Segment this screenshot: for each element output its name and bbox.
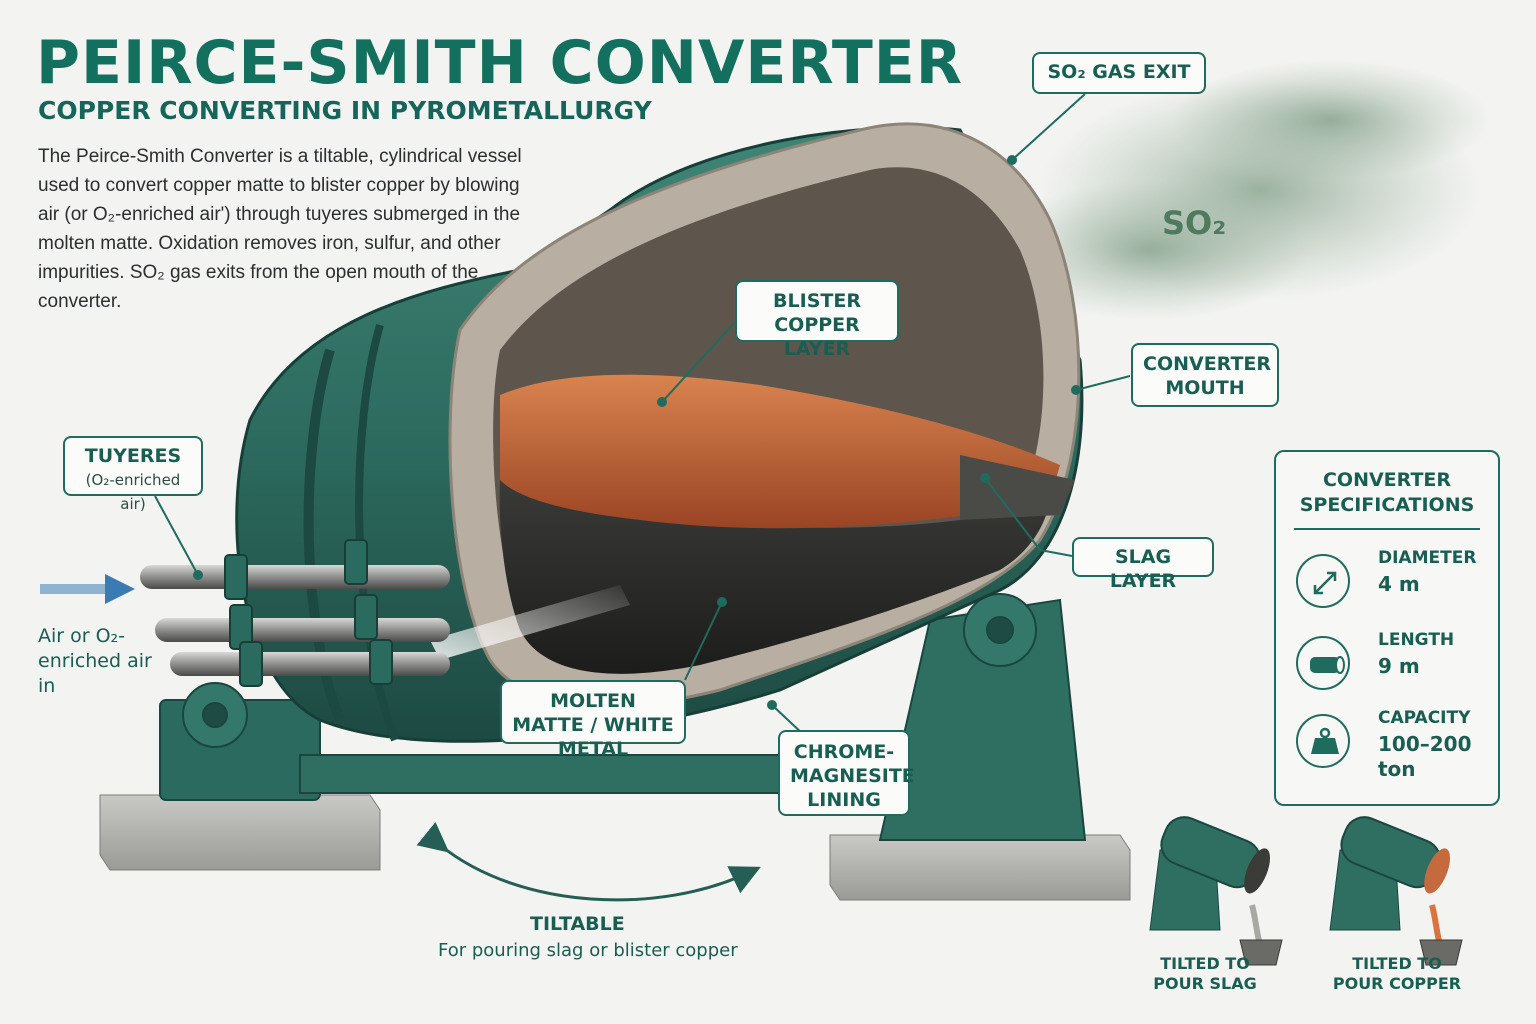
slag-layer-shape bbox=[960, 455, 1075, 520]
tuyere-pipes bbox=[140, 539, 450, 687]
blister-copper-layer bbox=[500, 374, 1060, 529]
cylinder-icon bbox=[1296, 636, 1350, 690]
tuyeres-label: TUYERES (O₂-enriched air) bbox=[63, 436, 203, 513]
spec-label-diameter: DIAMETER bbox=[1378, 548, 1477, 568]
air-in-label: Air or O₂-enriched air in bbox=[38, 625, 152, 697]
slag-layer-label: SLAG LAYER bbox=[1072, 537, 1214, 592]
so2-exit-label: SO₂ GAS EXIT bbox=[1032, 52, 1206, 94]
weight-icon bbox=[1296, 714, 1350, 768]
molten-matte-layer bbox=[499, 480, 1050, 674]
converter-mouth-label: CONVERTER MOUTH bbox=[1131, 343, 1279, 407]
mini-converter-slag bbox=[1149, 816, 1283, 966]
air-inlet-arrow bbox=[40, 574, 135, 604]
specifications-title: CONVERTER SPECIFICATIONS bbox=[1299, 469, 1475, 516]
mini-converter-copper bbox=[1329, 816, 1463, 966]
so2-cloud-label: SO₂ bbox=[1162, 204, 1227, 242]
page-subtitle: COPPER CONVERTING IN PYROMETALLURGY bbox=[38, 96, 652, 125]
spec-row-length: LENGTH 9 m bbox=[1296, 630, 1496, 700]
spec-value-capacity: 100–200 ton bbox=[1378, 732, 1472, 781]
lining-label: CHROME-MAGNESITE LINING bbox=[778, 730, 915, 816]
molten-matte-label: MOLTEN MATTE / WHITE METAL bbox=[500, 680, 686, 760]
spec-value-diameter: 4 m bbox=[1378, 572, 1420, 596]
diameter-arrow-icon bbox=[1296, 554, 1350, 608]
page-title: PEIRCE-SMITH CONVERTER bbox=[36, 28, 963, 98]
blister-copper-label: BLISTER COPPER LAYER bbox=[735, 280, 899, 360]
spec-label-capacity: CAPACITY bbox=[1378, 708, 1471, 728]
spec-row-capacity: CAPACITY 100–200 ton bbox=[1296, 708, 1496, 781]
pour-copper-label: TILTED TO POUR COPPER bbox=[1332, 954, 1462, 993]
tiltable-title: TILTABLE bbox=[530, 913, 625, 935]
pour-slag-label: TILTED TO POUR SLAG bbox=[1153, 954, 1257, 993]
tiltable-subtitle: For pouring slag or blister copper bbox=[438, 940, 738, 961]
spec-label-length: LENGTH bbox=[1378, 630, 1455, 650]
concrete-foundation bbox=[99, 794, 1131, 901]
spec-row-diameter: DIAMETER 4 m bbox=[1296, 548, 1496, 618]
description-text: The Peirce-Smith Converter is a tiltable… bbox=[38, 146, 522, 312]
specifications-panel: CONVERTER SPECIFICATIONS DIAMETER 4 m LE… bbox=[1274, 450, 1500, 806]
leader-lines bbox=[154, 93, 1131, 737]
spec-value-length: 9 m bbox=[1378, 654, 1420, 678]
air-jet bbox=[430, 585, 630, 660]
specifications-divider bbox=[1294, 528, 1480, 530]
tilt-arrow bbox=[416, 822, 761, 902]
